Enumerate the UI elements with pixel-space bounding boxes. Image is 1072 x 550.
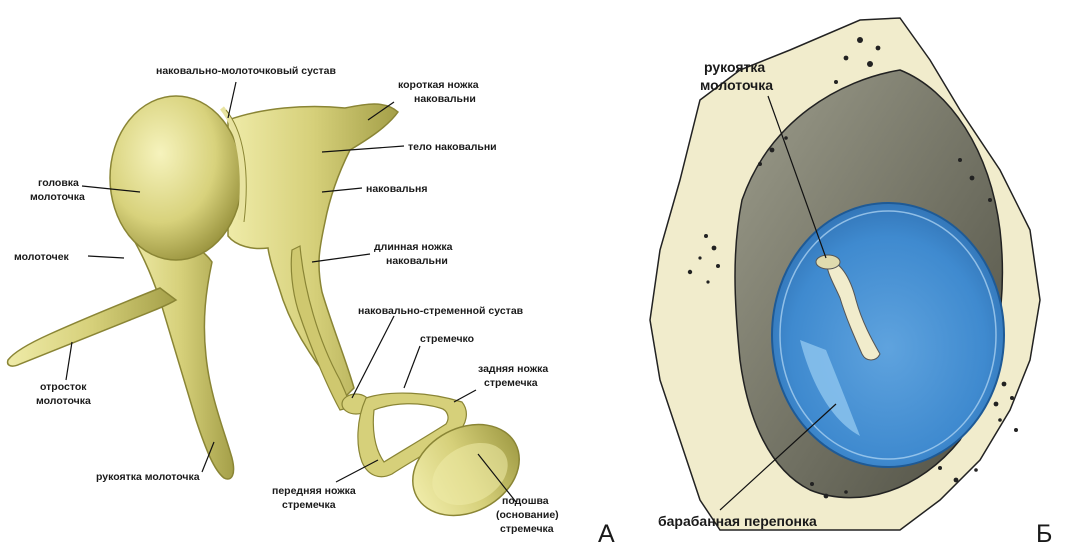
lateral-process [816,255,840,269]
panel-letter-a: А [598,520,615,545]
label-handle-2: молоточка [700,77,773,93]
label-short-limb-2: наковальни [414,93,476,105]
label-posterior-crus-1: задняя ножка [478,363,548,375]
label-malleus-head-2: молоточка [30,191,85,203]
tympanic-membrane [772,203,1004,467]
label-anterior-crus-2: стремечка [282,499,336,511]
label-short-limb-1: короткая ножка [398,79,479,91]
label-tympanic-membrane: барабанная перепонка [658,513,817,529]
panel-letter-b: Б [1036,520,1052,545]
label-malleus: молоточек [14,251,70,263]
label-footplate-3: стремечка [500,523,554,535]
label-incudostapedial-joint: наковально-стременной сустав [358,305,524,317]
label-malleus-head-1: головка [38,177,79,189]
label-malleus-handle: рукоятка молоточка [96,471,200,483]
label-incus-body: тело наковальни [408,141,497,153]
malleus-head [110,96,242,260]
label-incudomalleolar-joint: наковально-молоточковый сустав [156,65,337,77]
label-posterior-crus-2: стремечка [484,377,538,389]
label-long-limb-1: длинная ножка [374,241,453,253]
panel-b: рукоятка молоточка барабанная перепонка … [650,18,1052,545]
label-handle-1: рукоятка [704,59,765,75]
malleus-handle [128,230,234,479]
label-anterior-crus-1: передняя ножка [272,485,356,497]
label-stapes: стремечко [420,333,474,345]
malleus-anterior-process [8,288,176,366]
label-footplate-1: подошва [502,495,549,507]
label-incus: наковальня [366,183,427,195]
label-long-limb-2: наковальни [386,255,448,267]
label-footplate-2: (основание) [496,509,559,521]
label-malleus-process-1: отросток [40,381,87,393]
panel-a: наковально-молоточковый сустав короткая … [8,65,615,545]
label-malleus-process-2: молоточка [36,395,91,407]
